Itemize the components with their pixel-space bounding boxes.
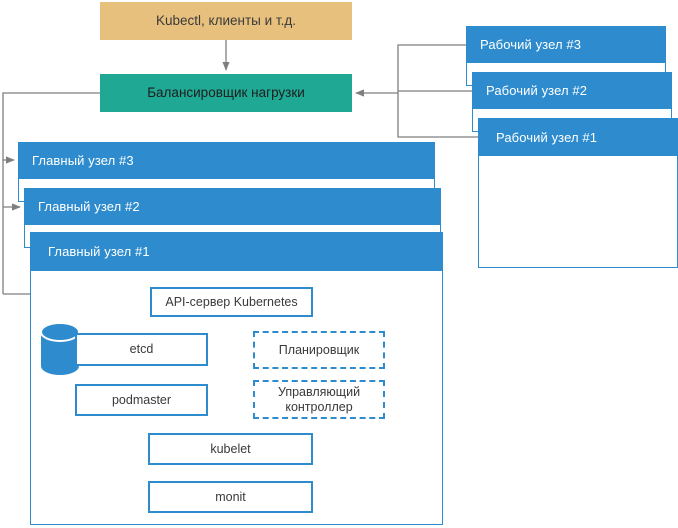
edge-worker1-to-lb <box>397 93 478 138</box>
master-node-1-card[interactable] <box>30 232 443 525</box>
component-controller-manager[interactable]: Управляющий контроллер <box>253 380 385 419</box>
worker-node-1-label: Рабочий узел #1 <box>496 129 598 145</box>
component-monit[interactable]: monit <box>148 481 313 513</box>
load-balancer-box[interactable]: Балансировщик нагрузки <box>100 74 352 112</box>
master-node-3-label: Главный узел #3 <box>32 153 134 168</box>
master-node-1-label: Главный узел #1 <box>48 244 150 259</box>
worker-node-3-label: Рабочий узел #3 <box>480 37 582 52</box>
master-node-1-header[interactable]: Главный узел #1 <box>30 232 443 271</box>
worker-node-1-header[interactable]: Рабочий узел #1 <box>478 118 678 156</box>
component-scheduler[interactable]: Планировщик <box>253 331 385 369</box>
worker-node-3-header[interactable]: Рабочий узел #3 <box>466 26 666 63</box>
edge-worker3-to-lb <box>397 44 466 93</box>
clients-box[interactable]: Kubectl, клиенты и т.д. <box>100 2 352 40</box>
master-node-3-header[interactable]: Главный узел #3 <box>18 142 435 179</box>
worker-node-2-label: Рабочий узел #2 <box>486 83 588 98</box>
component-etcd[interactable]: etcd <box>75 333 208 366</box>
master-node-2-header[interactable]: Главный узел #2 <box>24 188 441 225</box>
component-api-server[interactable]: API-сервер Kubernetes <box>150 287 313 317</box>
database-cylinder-icon <box>40 322 80 375</box>
worker-node-2-header[interactable]: Рабочий узел #2 <box>472 72 672 109</box>
component-kubelet[interactable]: kubelet <box>148 433 313 465</box>
master-node-2-label: Главный узел #2 <box>38 199 140 214</box>
component-podmaster[interactable]: podmaster <box>75 384 208 416</box>
